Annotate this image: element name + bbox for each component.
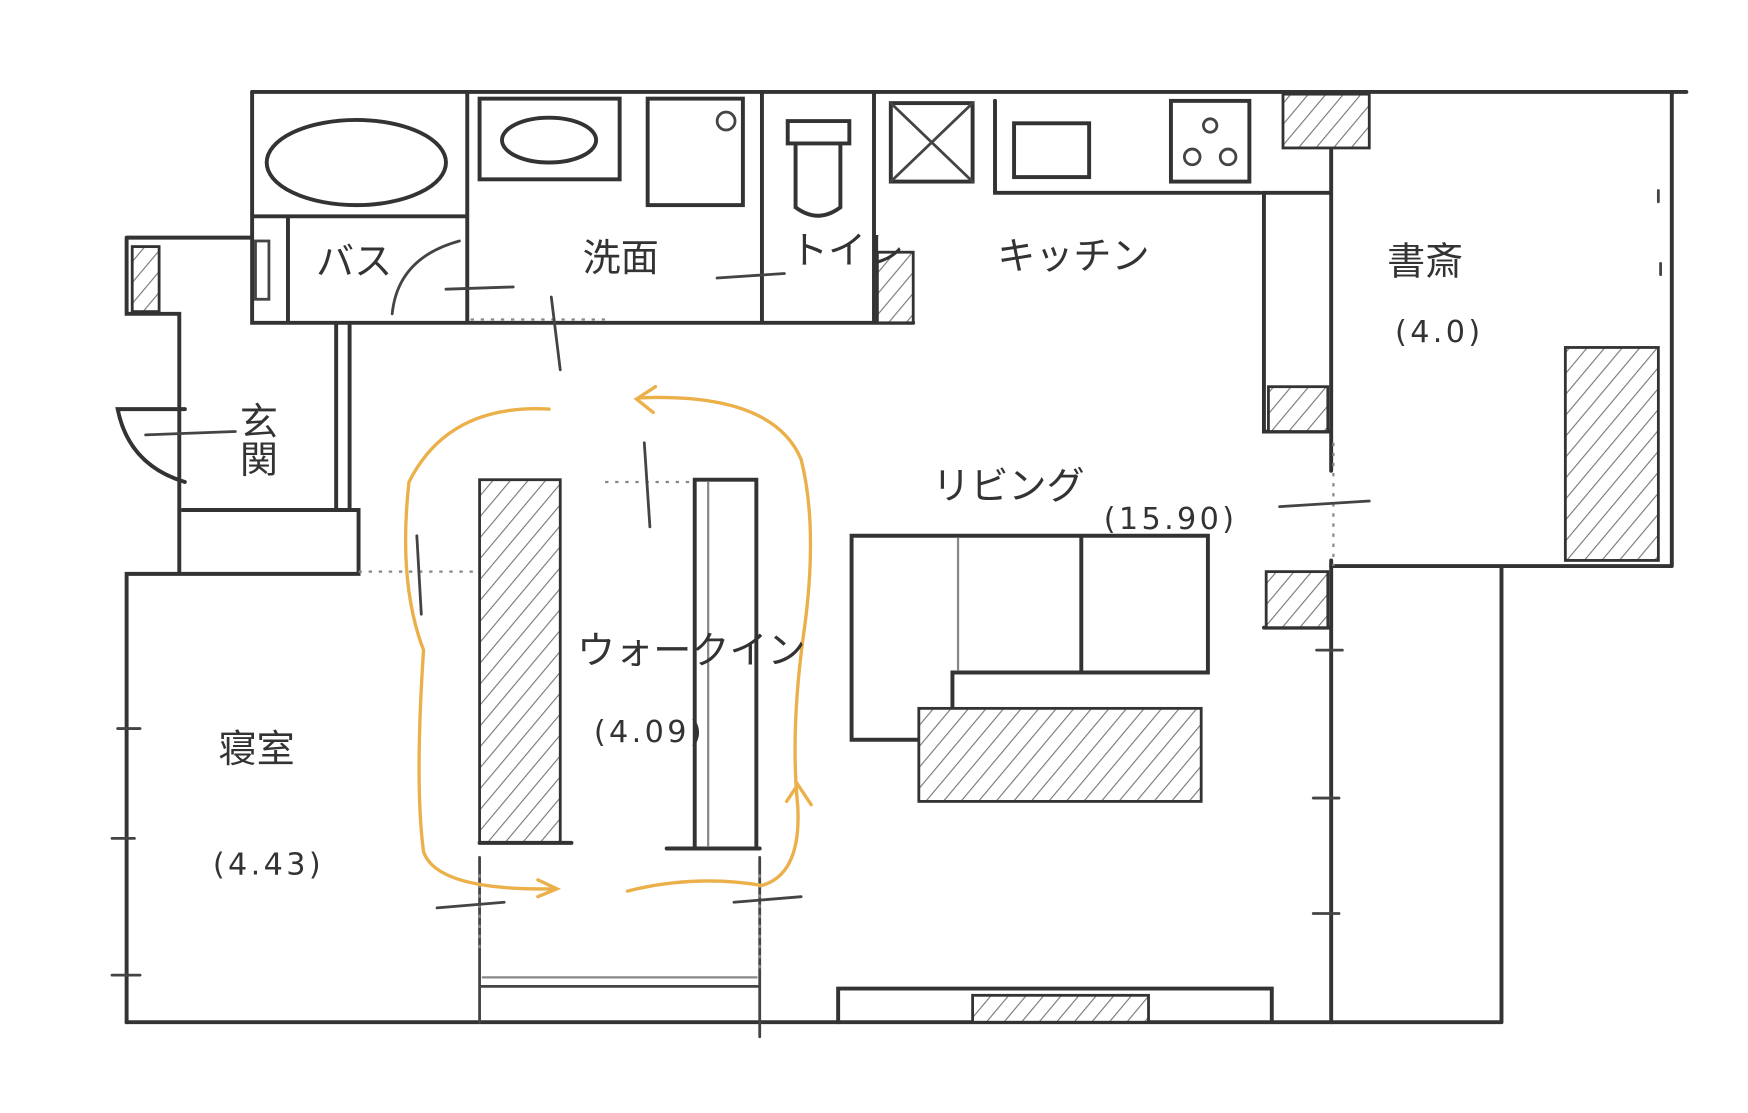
door-arrows	[110, 189, 1663, 977]
study-wardrobe	[1563, 346, 1660, 562]
bath-fixtures	[130, 117, 461, 316]
walls	[124, 89, 1689, 1039]
walkin-area: (4.09)	[594, 715, 705, 750]
study-label: 書斎	[1387, 240, 1463, 284]
entrance-door	[115, 407, 187, 484]
kitchen-label: キッチン	[997, 234, 1149, 278]
toilet-fixture	[785, 119, 852, 218]
circulation-path	[403, 385, 813, 899]
study-area: (4.0)	[1395, 315, 1484, 350]
bath-label: バス	[316, 240, 392, 284]
living-label: リビング	[932, 464, 1084, 508]
toilet-label: トイレ	[790, 228, 904, 272]
washroom-fixtures	[477, 96, 745, 208]
walkin-shelves	[477, 477, 762, 851]
kitchen-fixtures	[875, 92, 1371, 433]
living-furniture	[836, 533, 1330, 1025]
entrance-label: 玄関	[233, 401, 277, 478]
walkin-label: ウォークイン	[577, 629, 806, 673]
washroom-label: 洗面	[583, 236, 659, 280]
bedroom-label: 寝室	[219, 727, 295, 771]
living-area: (15.90)	[1104, 502, 1238, 537]
bedroom-area: (4.43)	[213, 847, 324, 882]
